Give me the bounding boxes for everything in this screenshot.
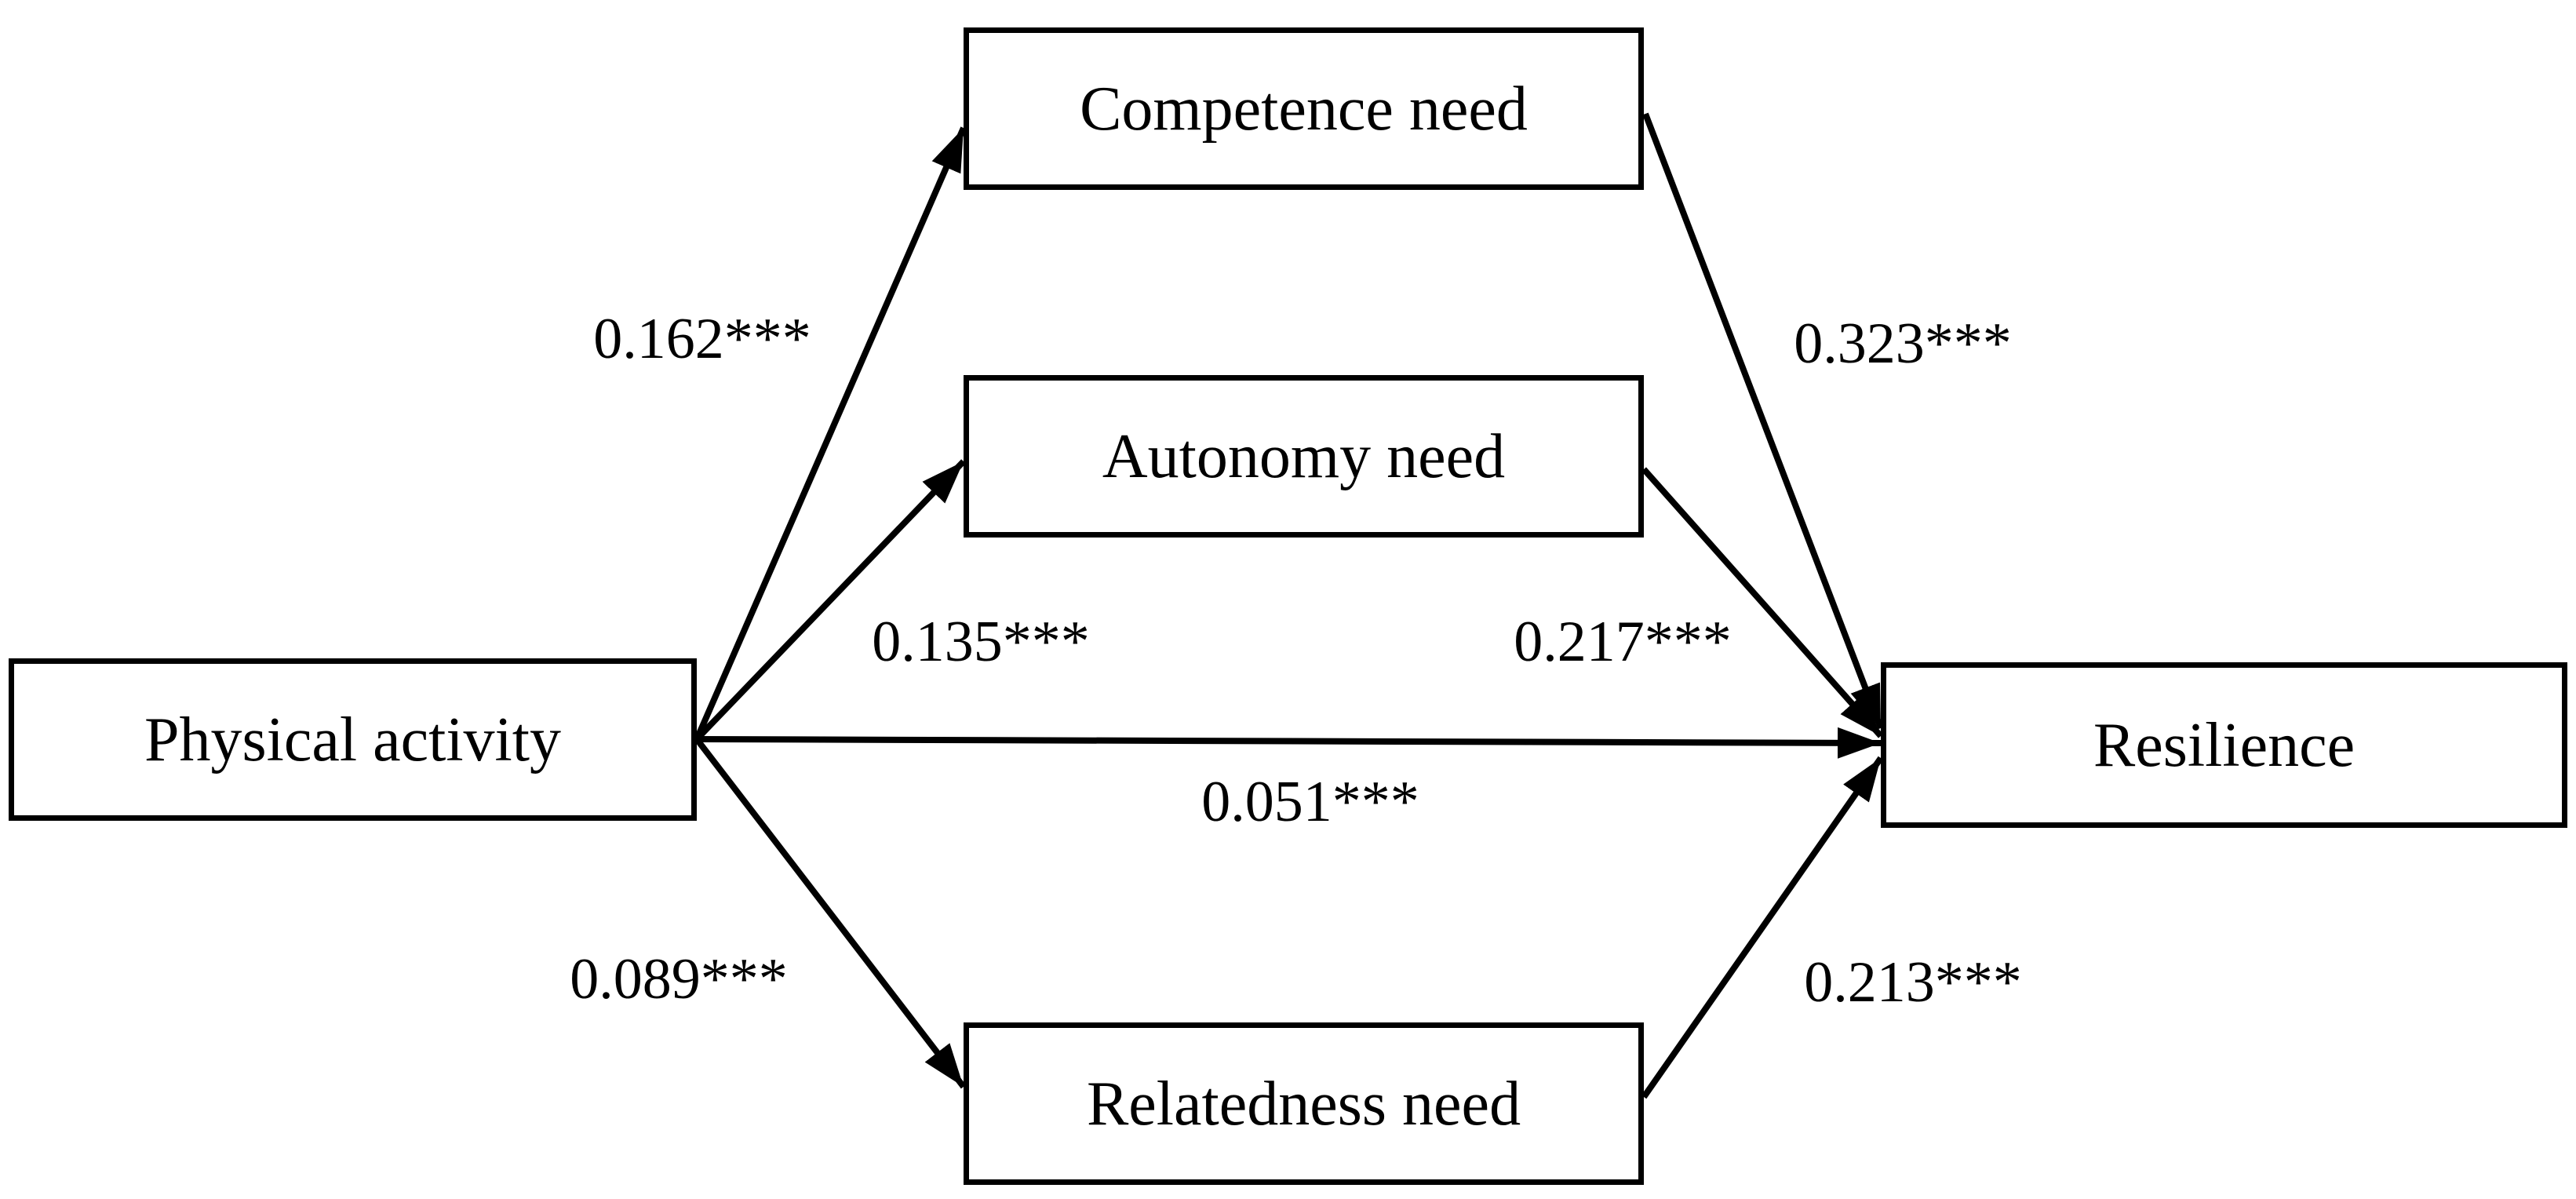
coefficient-relatedness-resilience: 0.213*** [1804, 950, 2022, 1015]
node-competence-need-label: Competence need [1080, 74, 1528, 144]
arrow-relatedness-to-resilience [1641, 756, 1884, 1099]
coefficient-autonomy-resilience: 0.217*** [1514, 610, 1732, 674]
node-relatedness-need: Relatedness need [964, 1022, 1644, 1185]
arrow-physical-to-competence [694, 126, 967, 741]
coefficient-physical-autonomy: 0.135*** [872, 610, 1090, 674]
node-physical-activity: Physical activity [9, 658, 697, 821]
coefficient-physical-relatedness: 0.089*** [570, 947, 788, 1011]
arrow-competence-to-resilience [1642, 112, 1884, 730]
coefficient-physical-competence: 0.162*** [593, 307, 811, 371]
arrow-physical-to-relatedness [694, 737, 967, 1089]
coefficient-competence-resilience: 0.323*** [1794, 312, 2012, 376]
node-physical-activity-label: Physical activity [144, 705, 561, 774]
node-autonomy-need: Autonomy need [964, 375, 1644, 538]
node-resilience: Resilience [1881, 662, 2567, 828]
node-resilience-label: Resilience [2093, 710, 2356, 780]
node-autonomy-need-label: Autonomy need [1102, 421, 1506, 491]
coefficient-physical-resilience: 0.051*** [1201, 770, 1419, 834]
arrow-autonomy-to-resilience [1641, 467, 1883, 738]
arrow-physical-to-autonomy [694, 459, 966, 742]
arrow-physical-to-resilience [696, 727, 1882, 759]
node-competence-need: Competence need [964, 27, 1644, 190]
node-relatedness-need-label: Relatedness need [1086, 1069, 1521, 1139]
